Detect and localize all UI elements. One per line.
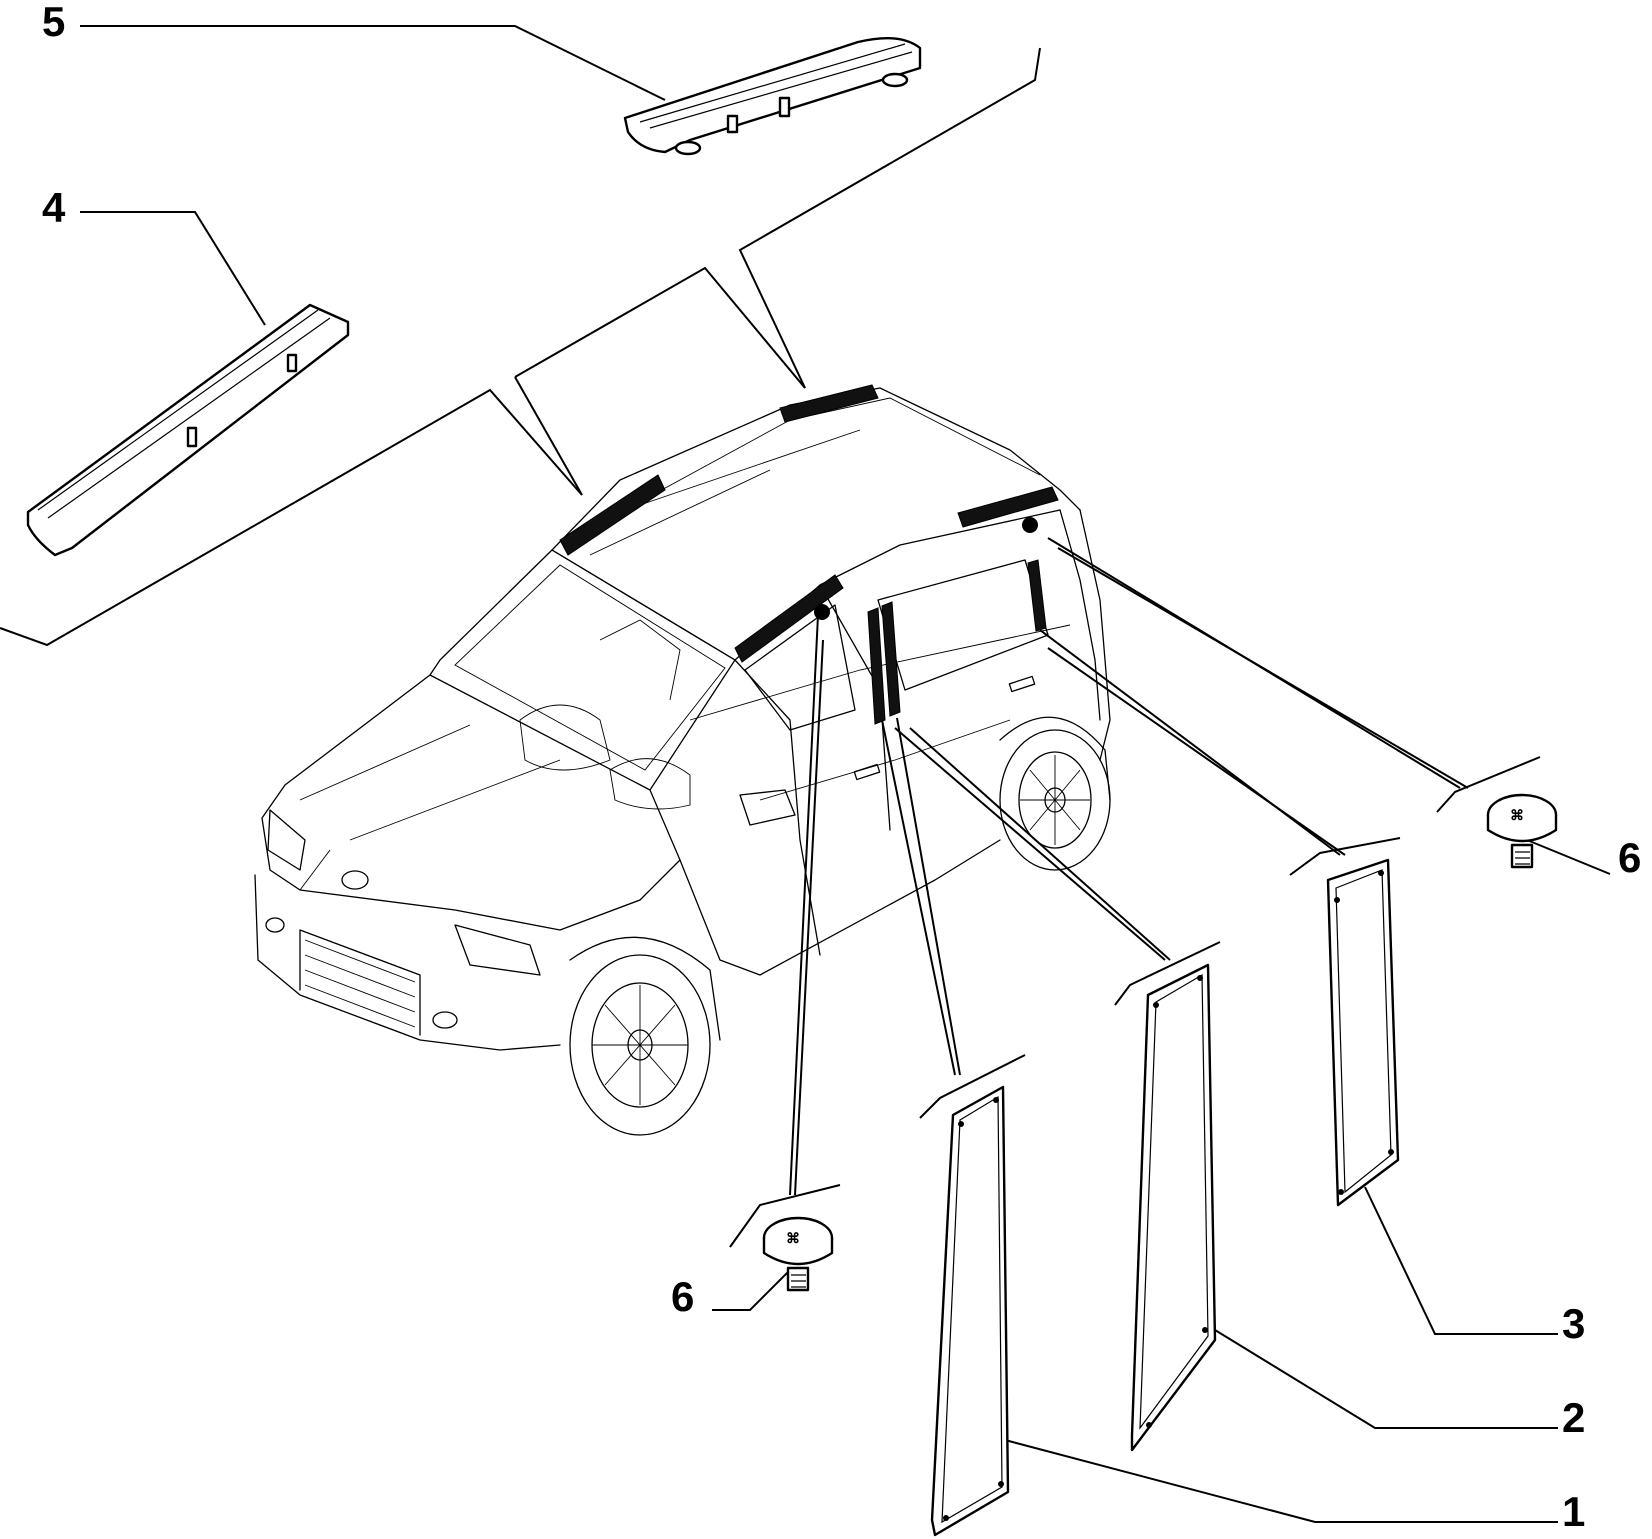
callout-6-right-label: 6 bbox=[1618, 834, 1641, 881]
pillar-leader-6-left-b bbox=[794, 639, 824, 1196]
svg-text:⌘: ⌘ bbox=[786, 1230, 800, 1246]
b-pillar-trim-front-part bbox=[930, 1085, 1010, 1537]
leader-lines bbox=[0, 25, 1611, 1523]
vehicle-line-drawing bbox=[254, 387, 1111, 1136]
clip-hole-left bbox=[814, 604, 830, 620]
b-pillar-rear-strip bbox=[881, 601, 901, 717]
svg-text:⌘: ⌘ bbox=[1510, 807, 1524, 823]
tick-6-right bbox=[1436, 756, 1541, 813]
roof-rail-front-left bbox=[559, 474, 666, 556]
roof-bracket-outer bbox=[0, 388, 583, 647]
pillar-leader-6-left-a bbox=[789, 614, 819, 1196]
roof-rail-front-right bbox=[734, 574, 844, 663]
b-pillar-trim-rear-part bbox=[1130, 963, 1217, 1452]
leader-4 bbox=[80, 211, 266, 326]
leader-2 bbox=[1214, 1329, 1558, 1429]
roof-rail-rear-right bbox=[957, 486, 1059, 528]
fastener-clip-right-part: ⌘ bbox=[1486, 793, 1558, 869]
leader-5 bbox=[80, 25, 666, 101]
tick-3 bbox=[1289, 837, 1401, 876]
roof-bracket-link bbox=[514, 376, 583, 496]
callout-5-label: 5 bbox=[42, 0, 65, 45]
callout-3-label: 3 bbox=[1562, 1300, 1585, 1347]
tick-6-left bbox=[729, 1184, 841, 1248]
roof-rail-cover-rear-part bbox=[623, 37, 922, 156]
callout-4-label: 4 bbox=[42, 184, 66, 231]
roof-rail-cover-front-part bbox=[26, 303, 350, 557]
leader-6-right bbox=[1526, 839, 1611, 875]
roof-bracket-inner bbox=[514, 266, 806, 389]
c-pillar-strip bbox=[1027, 559, 1047, 632]
pillar-leader-1-b bbox=[896, 717, 961, 1076]
highlighted-mounting-areas bbox=[559, 384, 1059, 725]
leader-3 bbox=[1364, 1186, 1558, 1335]
tick-1 bbox=[919, 1054, 1026, 1119]
leader-6-left bbox=[712, 1269, 791, 1311]
callout-2-label: 2 bbox=[1562, 1394, 1585, 1441]
callout-1-label: 1 bbox=[1562, 1488, 1585, 1535]
roof-bracket-right bbox=[738, 47, 1041, 389]
c-pillar-trim-part bbox=[1326, 858, 1400, 1207]
pillar-leader-2-a bbox=[894, 727, 1166, 961]
roof-rail-rear-left bbox=[779, 384, 879, 423]
tick-2 bbox=[1114, 941, 1221, 1006]
fastener-clip-left-part: ⌘ bbox=[762, 1216, 834, 1292]
b-pillar-front-strip bbox=[867, 607, 886, 725]
pillar-leader-6-right-b bbox=[1057, 547, 1469, 789]
pillar-leader-1-a bbox=[881, 719, 956, 1076]
callout-6-left-label: 6 bbox=[671, 1273, 694, 1320]
pillar-leader-3-b bbox=[1047, 647, 1346, 856]
leader-1 bbox=[1004, 1439, 1558, 1523]
clip-hole-right bbox=[1022, 517, 1038, 533]
